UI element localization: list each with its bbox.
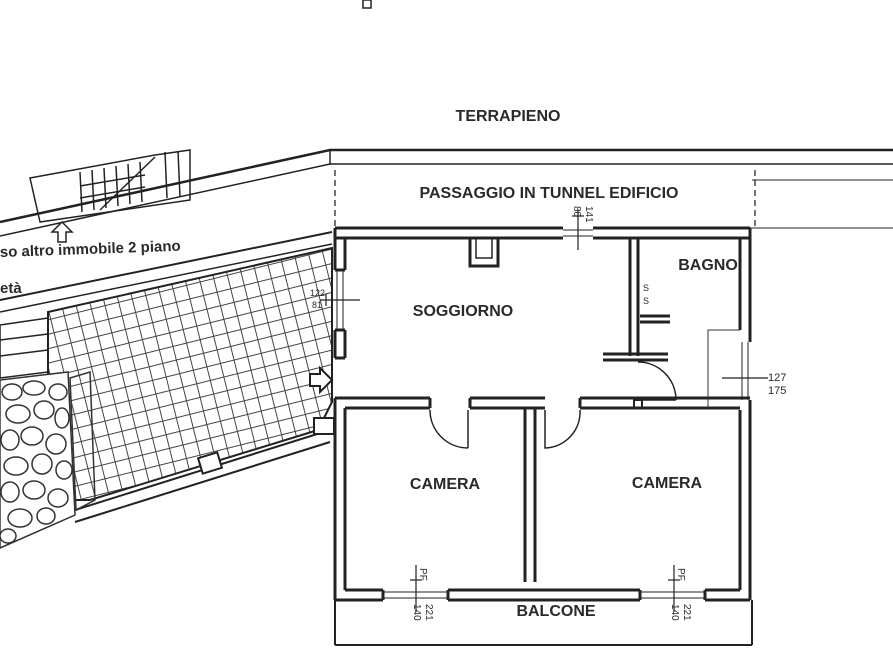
dim-pf-right-tag: PF: [675, 568, 686, 581]
label-bagno: BAGNO: [678, 257, 738, 274]
dim-pf-left-b: 140: [411, 604, 422, 621]
dim-left-a: 122: [310, 288, 325, 298]
label-camera-left: CAMERA: [410, 476, 481, 493]
dim-pf-left-a: 221: [423, 604, 434, 621]
balcony: [334, 600, 753, 646]
building-walls: [333, 226, 752, 602]
label-balcone: BALCONE: [516, 603, 595, 620]
access-strip: [0, 231, 333, 313]
bagno-s1: S: [643, 283, 649, 293]
label-passaggio: PASSAGGIO IN TUNNEL EDIFICIO: [420, 185, 679, 202]
label-camera-right: CAMERA: [632, 475, 703, 492]
dim-pf-right-b: 140: [669, 604, 680, 621]
label-soggiorno: SOGGIORNO: [413, 303, 513, 320]
top-marker: [362, 0, 372, 9]
dim-pf-right-a: 221: [681, 604, 692, 621]
window-openings: [336, 229, 749, 599]
terrace-parapet: [74, 417, 335, 523]
dim-right-b: 175: [768, 385, 786, 397]
dimension-ticks: [320, 210, 768, 612]
stone-area: [0, 371, 96, 549]
bagno-s2: S: [643, 296, 649, 306]
entry-arrow-up-icon: [50, 220, 74, 243]
left-steps: [0, 317, 49, 379]
label-terrapieno: TERRAPIENO: [456, 108, 561, 125]
shower-outline: [707, 329, 740, 408]
door-swings: [429, 361, 677, 449]
label-proprieta: età: [0, 280, 22, 297]
chimney-box: [468, 236, 500, 268]
dim-top-b: 80: [571, 206, 582, 218]
label-accesso: so altro immobile 2 piano: [0, 238, 181, 261]
dim-right-a: 127: [768, 372, 786, 384]
dim-left-b: 81: [312, 300, 322, 310]
dim-pf-left-tag: PF: [417, 568, 428, 581]
staircase: [29, 149, 191, 223]
entry-arrow-right-icon: [309, 365, 334, 395]
dim-top-a: 141: [583, 206, 594, 223]
